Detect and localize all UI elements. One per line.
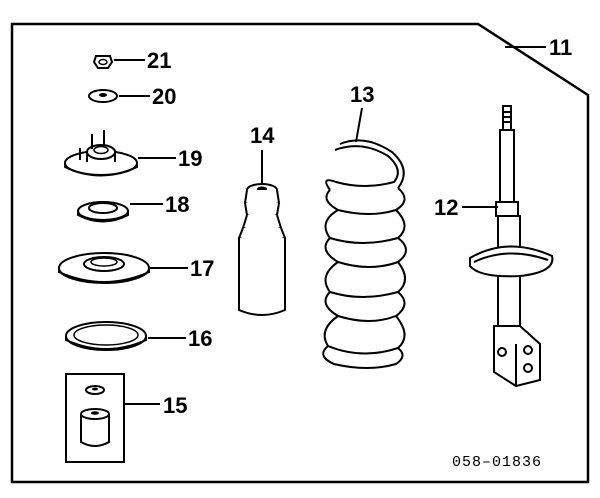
callout-11: 11 — [505, 35, 572, 60]
spring-seat-part — [58, 252, 150, 284]
callout-15: 15 — [124, 393, 187, 418]
callout-21: 21 — [114, 48, 171, 73]
callout-20-label: 20 — [152, 84, 176, 109]
strut-assembly-part — [469, 105, 554, 388]
callout-19-label: 19 — [178, 146, 202, 171]
callout-16-label: 16 — [188, 326, 212, 351]
bushing-kit-part — [65, 373, 125, 463]
coil-spring-part — [322, 139, 407, 369]
strut-mount-part — [64, 130, 138, 177]
washer-part — [88, 89, 118, 103]
callout-13: 13 — [350, 82, 374, 143]
callout-20: 20 — [119, 84, 176, 109]
callout-12: 12 — [434, 195, 498, 220]
callout-17: 17 — [150, 256, 214, 281]
part-code: 058–01836 — [452, 454, 542, 471]
callout-19: 19 — [138, 146, 202, 171]
callout-14: 14 — [250, 123, 275, 184]
bearing-part — [77, 201, 129, 223]
callout-18: 18 — [130, 192, 189, 217]
callout-15-label: 15 — [163, 393, 187, 418]
callout-21-label: 21 — [147, 48, 171, 73]
callout-12-label: 12 — [434, 195, 458, 220]
callout-14-label: 14 — [250, 123, 275, 148]
dust-boot-part — [237, 183, 287, 316]
callout-16: 16 — [148, 326, 212, 351]
callout-13-label: 13 — [350, 82, 374, 107]
diagram-frame — [10, 22, 590, 484]
callout-17-label: 17 — [190, 256, 214, 281]
nut-part — [92, 55, 114, 69]
callout-11-label: 11 — [549, 35, 572, 60]
insulator-ring-part — [65, 321, 147, 351]
callout-18-label: 18 — [165, 192, 189, 217]
